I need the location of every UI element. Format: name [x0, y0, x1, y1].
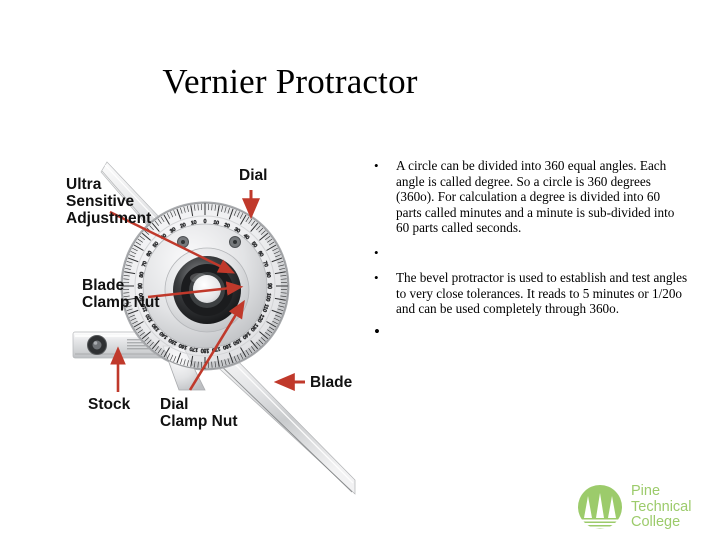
svg-text:140: 140	[159, 330, 169, 340]
callout-label-blade-clamp-nut: Blade Clamp Nut	[82, 277, 160, 311]
list-item: •	[368, 245, 688, 261]
svg-text:160: 160	[178, 342, 188, 351]
svg-text:70: 70	[261, 260, 269, 267]
svg-text:120: 120	[256, 313, 265, 323]
svg-text:140: 140	[241, 330, 251, 340]
list-item: •	[368, 321, 688, 342]
svg-text:30: 30	[233, 227, 241, 235]
logo-line-1: Pine	[631, 483, 661, 499]
svg-text:90: 90	[266, 283, 272, 289]
svg-text:120: 120	[145, 313, 154, 323]
callout-label-dial: Dial	[239, 167, 268, 184]
svg-text:80: 80	[265, 272, 272, 279]
logo-wordmark: Pine Technical College	[631, 483, 692, 531]
callout-label-blade: Blade	[310, 374, 353, 391]
callout-label-stock: Stock	[88, 396, 131, 413]
svg-text:80: 80	[139, 271, 146, 278]
svg-text:100: 100	[138, 292, 145, 301]
bullet-marker: •	[374, 321, 380, 341]
callout-label-dial-clamp-nut: Dial Clamp Nut	[160, 396, 238, 430]
bullet-marker: •	[374, 269, 379, 285]
svg-text:40: 40	[242, 233, 250, 241]
svg-text:90: 90	[138, 283, 144, 289]
list-item-text: A circle can be divided into 360 equal a…	[396, 158, 675, 236]
logo-line-2: Technical	[631, 498, 692, 515]
body-text-placeholder: • A circle can be divided into 360 equal…	[368, 158, 688, 351]
svg-text:100: 100	[264, 292, 271, 301]
list-item: • A circle can be divided into 360 equal…	[368, 158, 688, 236]
bullet-marker: •	[374, 158, 379, 173]
page-title: Vernier Protractor	[162, 62, 418, 101]
svg-text:130: 130	[249, 322, 259, 332]
svg-text:130: 130	[151, 322, 161, 332]
logo-line-3: College	[631, 514, 681, 531]
svg-text:110: 110	[261, 303, 269, 313]
list-item: • The bevel protractor is used to establ…	[368, 270, 688, 317]
svg-text:150: 150	[168, 337, 178, 346]
bullet-marker: •	[374, 244, 379, 260]
pine-technical-college-logo: Pine Technical College	[576, 483, 710, 534]
svg-text:50: 50	[250, 241, 258, 249]
pine-trees-logo-icon	[578, 485, 622, 529]
svg-text:60: 60	[256, 250, 264, 258]
callout-label-ultra-sensitive-adjustment: Ultra Sensitive Adjustment	[66, 176, 152, 227]
list-item-text: The bevel protractor is used to establis…	[396, 269, 688, 317]
svg-text:110: 110	[141, 303, 149, 313]
